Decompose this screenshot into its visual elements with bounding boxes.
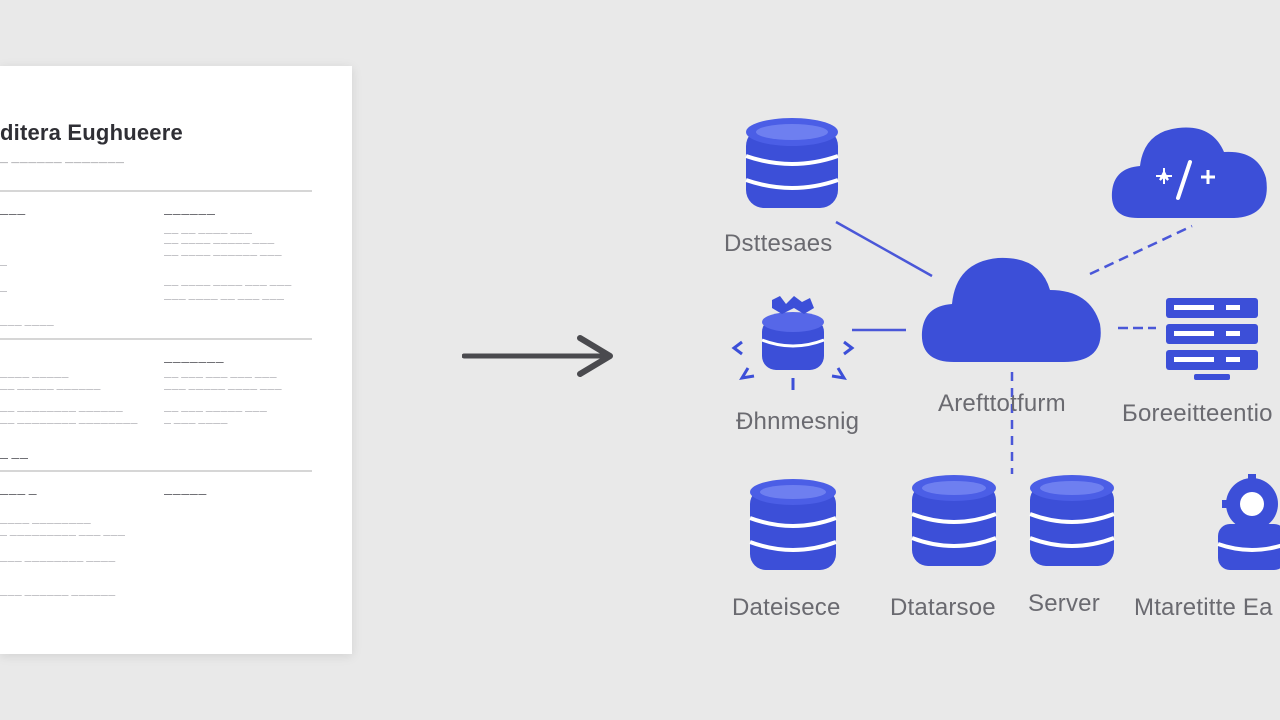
- cloud-icon: [921, 257, 1101, 362]
- text-line: —: [0, 288, 8, 295]
- text-line: —— —— ———— ———: [164, 230, 253, 237]
- text-line: —— ——— ——— ——— ———: [164, 374, 277, 381]
- database-icon: [749, 479, 837, 570]
- processing-label: Ɖhnmesnig: [736, 408, 860, 435]
- database-label-1: Dateisece: [732, 594, 841, 621]
- microservice-node: [1208, 474, 1280, 574]
- databases-node: [740, 116, 844, 216]
- text-line: ——— ————— ———— ———: [164, 386, 283, 393]
- section-divider: [0, 190, 312, 192]
- section-label: ——————: [164, 210, 216, 219]
- text-line: —— ———— —————— ———: [164, 252, 283, 259]
- microservice-label: Mtaretitte Ea: [1134, 594, 1273, 621]
- text-line: —— ———————— ————————: [0, 420, 138, 427]
- section-divider: [0, 470, 312, 472]
- database-label-2: Dtatarsoe: [890, 594, 996, 621]
- database-label-3: Server: [1028, 590, 1100, 617]
- section-label: ——— —: [0, 490, 38, 499]
- database-node-1: [746, 476, 840, 574]
- database-icon: [1029, 475, 1115, 566]
- text-line: — ————————— ——— ———: [0, 532, 126, 539]
- database-icon: [745, 118, 839, 208]
- section-label: ———: [0, 210, 26, 219]
- text-line: ———— ————————: [0, 520, 92, 527]
- text-line: —— ———————— ——————: [0, 408, 124, 415]
- platform-hub-label: Arefttotfurm: [938, 390, 1066, 417]
- text-line: —: [0, 262, 8, 269]
- database-node-3: [1026, 472, 1118, 570]
- text-line: —— ———— ————— ———: [164, 240, 275, 247]
- text-line: —— ——— ————— ———: [164, 408, 268, 415]
- section-label: ———————: [164, 358, 225, 367]
- server-rack-node: [1164, 296, 1264, 384]
- section-label: —————: [164, 490, 207, 499]
- cloud-code-icon: [1111, 127, 1267, 218]
- section-divider: [0, 338, 312, 340]
- database-node-2: [908, 472, 1000, 570]
- resume-title: ditera Eughueere: [0, 120, 183, 145]
- text-line: ———— —————: [0, 374, 69, 381]
- server-rack-icon: [1166, 298, 1258, 380]
- text-line: —— ————— ——————: [0, 386, 101, 393]
- text-line: ——— ———— —— ——— ———: [164, 296, 285, 303]
- text-line: —— ———— ———— ——— ———: [164, 282, 292, 289]
- processing-icon: [731, 296, 855, 390]
- databases-label: Dsttesaes: [724, 230, 833, 257]
- text-line: — ——— ————: [164, 420, 228, 427]
- server-rack-label: Боreeitteentio: [1122, 400, 1273, 427]
- section-label: — ——: [0, 454, 29, 463]
- processing-node: [728, 292, 858, 392]
- text-line: ——— ———————— ————: [0, 558, 116, 565]
- resume-document: ditera Eughueere — —————— ——————— ——— ——…: [0, 66, 352, 654]
- platform-hub-node: [918, 254, 1106, 366]
- gear-database-icon: [1217, 474, 1280, 570]
- cloud-code-node: [1108, 118, 1272, 222]
- resume-subtitle: — —————— ———————: [0, 158, 125, 167]
- text-line: ——— —————— ——————: [0, 592, 116, 599]
- text-line: ——— ————: [0, 322, 55, 329]
- database-icon: [911, 475, 997, 566]
- right-arrow-icon: [461, 334, 620, 387]
